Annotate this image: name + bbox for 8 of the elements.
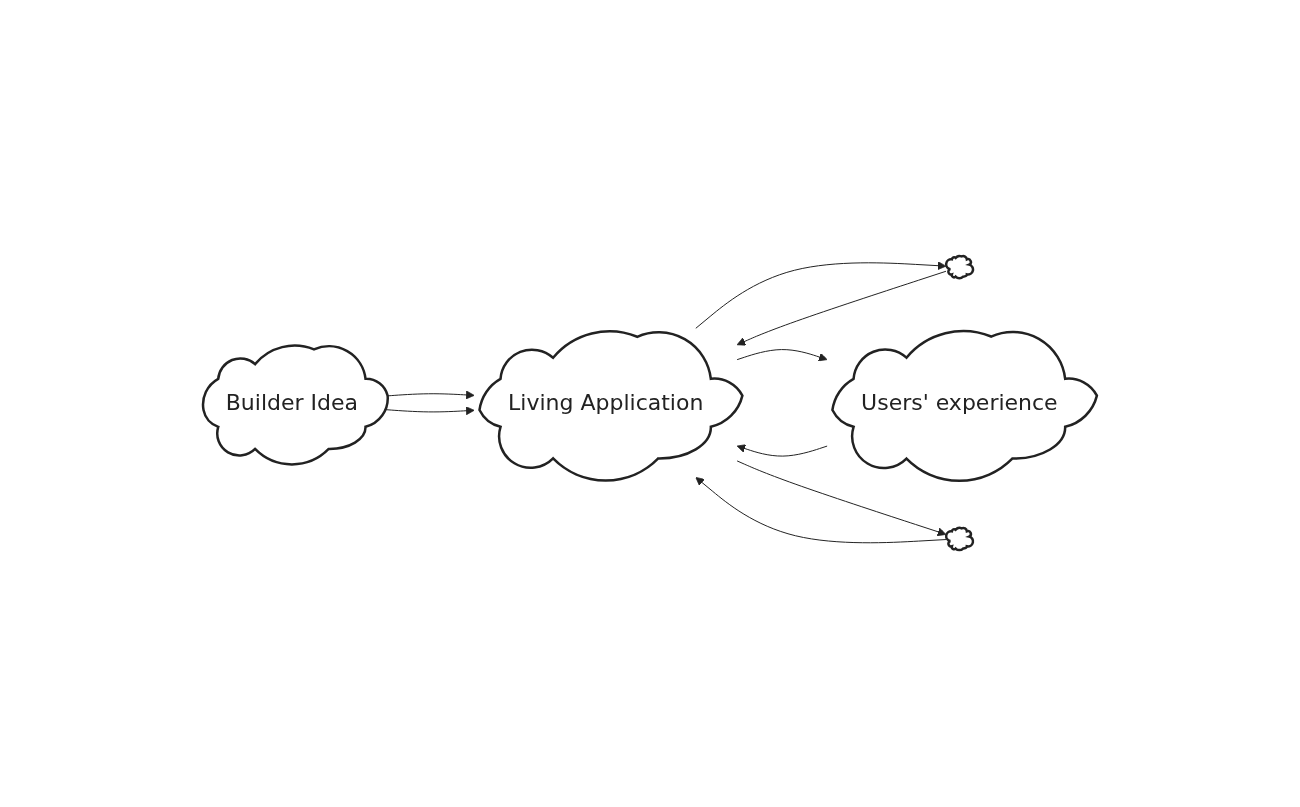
arrow <box>695 261 947 330</box>
node-cloud <box>945 255 975 280</box>
arrow <box>736 460 947 537</box>
arrow <box>736 271 947 346</box>
arrow <box>736 444 828 458</box>
arrow <box>736 349 828 362</box>
arrow <box>695 477 947 544</box>
node-cloud <box>945 527 975 552</box>
